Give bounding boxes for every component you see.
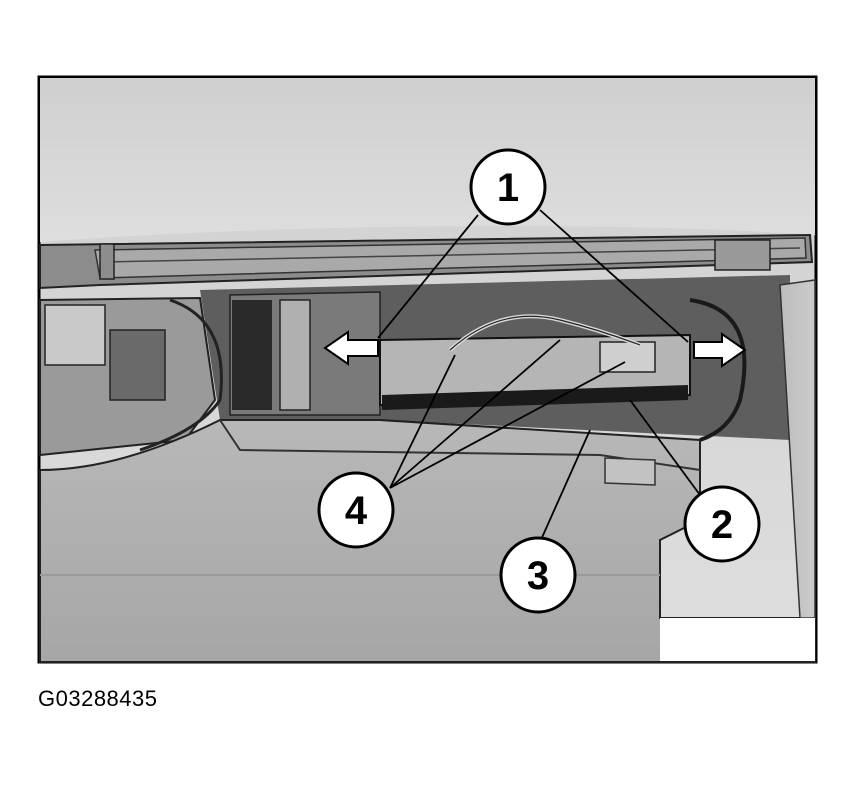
dashboard-upper-panel [40,78,815,242]
figure-caption: G03288435 [38,686,158,711]
callout-2-label: 2 [711,503,733,547]
callout-3: 3 [499,536,577,614]
callout-1-label: 1 [497,166,519,210]
release-arrow-left [323,330,379,366]
callout-2: 2 [683,485,761,563]
callout-1: 1 [469,148,547,226]
leader-lines [377,209,701,543]
release-arrow-right [693,332,747,368]
callout-4-label: 4 [345,489,368,533]
callout-4: 4 [317,471,395,549]
callout-3-label: 3 [527,554,549,598]
illustration [37,75,818,664]
